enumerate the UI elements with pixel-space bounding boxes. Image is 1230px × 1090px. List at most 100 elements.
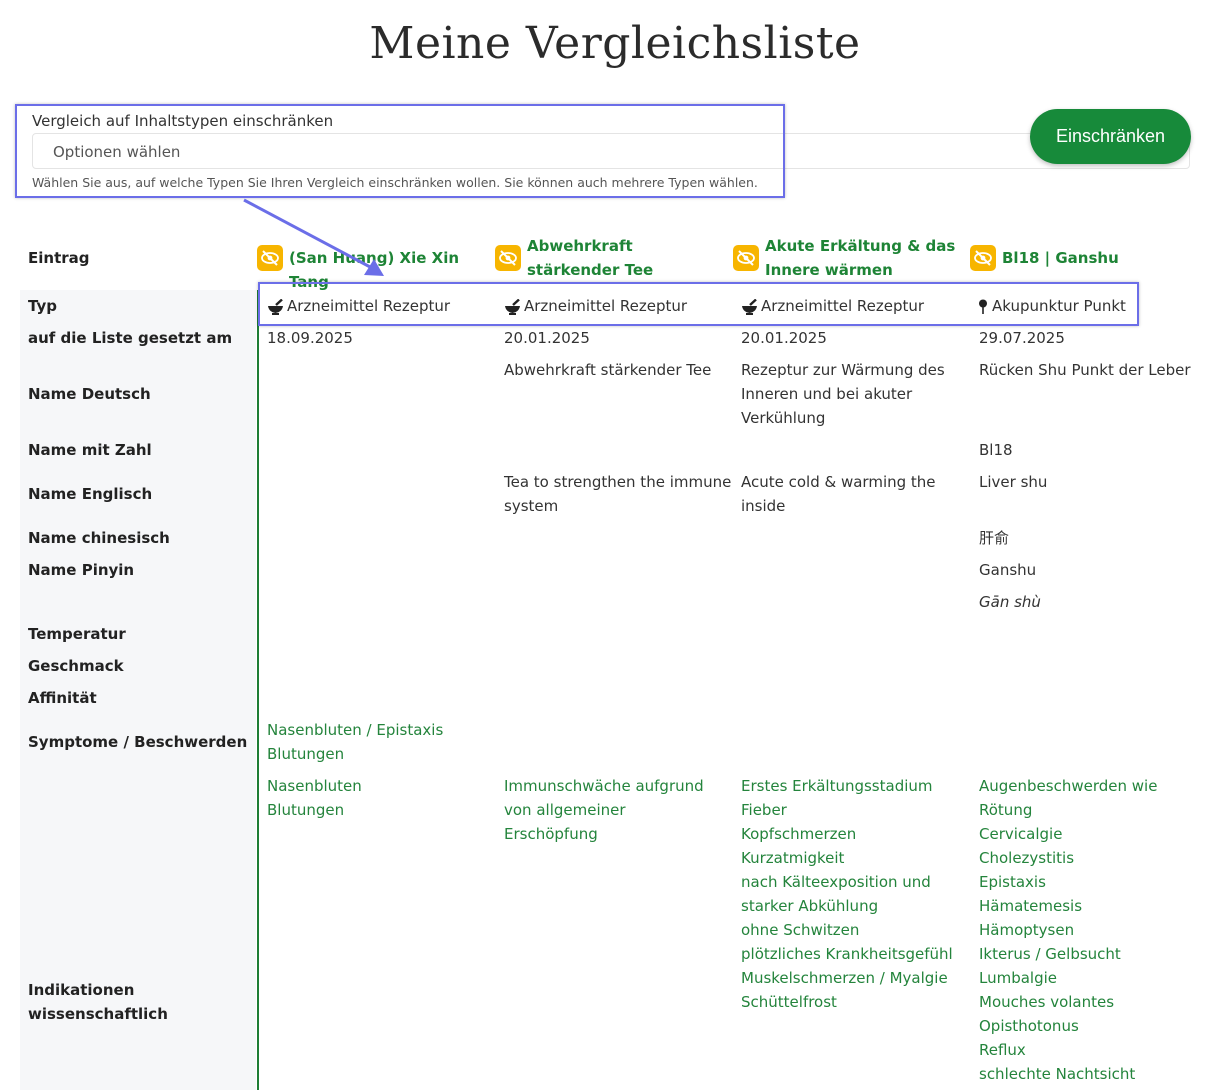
indication-link[interactable]: Epistaxis — [979, 873, 1046, 891]
indication-link[interactable]: Muskelschmerzen / Myalgie — [741, 969, 948, 987]
eye-slash-icon[interactable] — [257, 245, 283, 271]
row-label-name-pinyin: Name Pinyin — [28, 561, 135, 579]
indication-link[interactable]: Rötung — [979, 801, 1033, 819]
type-cell-2: Arzneimittel Rezeptur — [504, 294, 687, 318]
indication-link[interactable]: Mouches volantes — [979, 993, 1115, 1011]
date-cell: 20.01.2025 — [504, 329, 590, 347]
type-label: Arzneimittel Rezeptur — [287, 297, 451, 315]
name-de-cell: Abwehrkraft stärkender Tee — [504, 361, 712, 379]
name-en-line: system — [504, 497, 559, 515]
entry-title-line1: Akute Erkältung & das — [765, 237, 956, 255]
name-pinyin-cell: Ganshu — [979, 561, 1037, 579]
name-de-line: Inneren und bei akuter — [741, 385, 913, 403]
entry-title-line2: Innere wärmen — [765, 261, 893, 279]
row-label-added: auf die Liste gesetzt am — [28, 329, 233, 347]
entry-title[interactable]: Abwehrkraft stärkender Tee — [527, 237, 654, 279]
mortar-pestle-icon — [504, 298, 521, 315]
type-cell-1: Arzneimittel Rezeptur — [267, 294, 450, 318]
indication-link[interactable]: Erschöpfung — [504, 825, 598, 843]
indication-link[interactable]: Nasenbluten — [267, 777, 362, 795]
name-de-cell: Rücken Shu Punkt der Leber — [979, 361, 1191, 379]
row-label-temperatur: Temperatur — [28, 625, 126, 643]
type-filter-select[interactable]: Optionen wählen — [32, 133, 1190, 169]
indication-link[interactable]: von allgemeiner — [504, 801, 626, 819]
symptoms-cell: Nasenbluten / Epistaxis Blutungen — [267, 718, 443, 766]
row-label-geschmack: Geschmack — [28, 657, 124, 675]
indication-link[interactable]: starker Abkühlung — [741, 897, 879, 915]
pin-icon — [978, 298, 989, 314]
indication-link[interactable]: Lumbalgie — [979, 969, 1058, 987]
column-divider — [257, 290, 259, 1090]
filter-placeholder: Optionen wählen — [53, 143, 181, 161]
page-title: Meine Vergleichsliste — [369, 18, 861, 69]
indication-link[interactable]: Hämatemesis — [979, 897, 1083, 915]
row-label-indikationen: Indikationen wissenschaftlich — [28, 978, 168, 1026]
entry-column-4[interactable]: Bl18 | Ganshu — [970, 245, 1200, 271]
symptom-link[interactable]: Blutungen — [267, 745, 345, 763]
eye-slash-icon[interactable] — [733, 245, 759, 271]
entry-title[interactable]: Akute Erkältung & das Innere wärmen — [765, 234, 955, 282]
name-de-cell: Rezeptur zur Wärmung des Inneren und bei… — [741, 358, 945, 430]
mortar-pestle-icon — [267, 298, 284, 315]
indication-link[interactable]: Hämoptysen — [979, 921, 1075, 939]
indication-link[interactable]: Kurzatmigkeit — [741, 849, 845, 867]
name-en-cell: Liver shu — [979, 473, 1048, 491]
name-cn-cell: 肝俞 — [979, 529, 1010, 547]
name-pinyin-tone-cell: Gān shù — [979, 593, 1041, 611]
row-label-eintrag: Eintrag — [28, 249, 90, 267]
row-label-name-en: Name Englisch — [28, 485, 153, 503]
restrict-button[interactable]: Einschränken — [1030, 109, 1191, 164]
type-row-highlight-box — [258, 282, 1139, 326]
indication-link[interactable]: plötzliches Krankheitsgefühl — [741, 945, 953, 963]
row-label-indikationen-line1: Indikationen — [28, 981, 135, 999]
type-label: Arzneimittel Rezeptur — [524, 297, 688, 315]
indication-link[interactable]: ohne Schwitzen — [741, 921, 860, 939]
indications-cell: Nasenbluten Blutungen — [267, 774, 362, 822]
indications-cell: Augenbeschwerden wie Rötung Cervicalgie … — [979, 774, 1157, 1086]
indications-cell: Immunschwäche aufgrund von allgemeiner E… — [504, 774, 704, 846]
eye-slash-icon[interactable] — [495, 245, 521, 271]
filter-highlight-box — [15, 104, 785, 198]
name-en-line: Acute cold & warming the — [741, 473, 936, 491]
indication-link[interactable]: Reflux — [979, 1041, 1026, 1059]
indications-cell: Erstes Erkältungsstadium Fieber Kopfschm… — [741, 774, 953, 1014]
name-num-cell: Bl18 — [979, 441, 1013, 459]
indication-link[interactable]: Blutungen — [267, 801, 345, 819]
name-en-cell: Tea to strengthen the immune system — [504, 470, 731, 518]
indication-link[interactable]: Erstes Erkältungsstadium — [741, 777, 933, 795]
indication-link[interactable]: Kopfschmerzen — [741, 825, 857, 843]
indication-link[interactable]: Fieber — [741, 801, 787, 819]
row-label-typ: Typ — [28, 297, 57, 315]
name-de-line: Verkühlung — [741, 409, 826, 427]
indication-link[interactable]: Schüttelfrost — [741, 993, 837, 1011]
row-label-indikationen-line2: wissenschaftlich — [28, 1005, 168, 1023]
indication-link[interactable]: nach Kälteexposition und — [741, 873, 931, 891]
row-label-name-cn: Name chinesisch — [28, 529, 170, 547]
row-label-name-num: Name mit Zahl — [28, 441, 152, 459]
date-cell: 20.01.2025 — [741, 329, 827, 347]
indication-link[interactable]: Immunschwäche aufgrund — [504, 777, 704, 795]
row-label-symptome: Symptome / Beschwerden — [28, 733, 248, 751]
row-label-affinitaet: Affinität — [28, 689, 97, 707]
indication-link[interactable]: Augenbeschwerden wie — [979, 777, 1158, 795]
type-label: Akupunktur Punkt — [992, 297, 1126, 315]
eye-slash-icon[interactable] — [970, 245, 996, 271]
mortar-pestle-icon — [741, 298, 758, 315]
type-cell-4: Akupunktur Punkt — [978, 294, 1126, 318]
row-label-name-de: Name Deutsch — [28, 385, 151, 403]
symptom-link[interactable]: Nasenbluten / Epistaxis — [267, 721, 444, 739]
name-en-cell: Acute cold & warming the inside — [741, 470, 936, 518]
type-cell-3: Arzneimittel Rezeptur — [741, 294, 924, 318]
indication-link[interactable]: Opisthotonus — [979, 1017, 1079, 1035]
indication-link[interactable]: Ikterus / Gelbsucht — [979, 945, 1121, 963]
label-column — [20, 290, 256, 1090]
name-de-line: Rezeptur zur Wärmung des — [741, 361, 945, 379]
type-label: Arzneimittel Rezeptur — [761, 297, 925, 315]
indication-link[interactable]: schlechte Nachtsicht — [979, 1065, 1136, 1083]
indication-link[interactable]: Cholezystitis — [979, 849, 1075, 867]
filter-help-text: Wählen Sie aus, auf welche Typen Sie Ihr… — [32, 175, 758, 190]
entry-column-2[interactable]: Abwehrkraft stärkender Tee — [495, 234, 725, 282]
entry-title[interactable]: Bl18 | Ganshu — [1002, 249, 1119, 267]
indication-link[interactable]: Cervicalgie — [979, 825, 1063, 843]
entry-column-3[interactable]: Akute Erkältung & das Innere wärmen — [733, 234, 963, 282]
